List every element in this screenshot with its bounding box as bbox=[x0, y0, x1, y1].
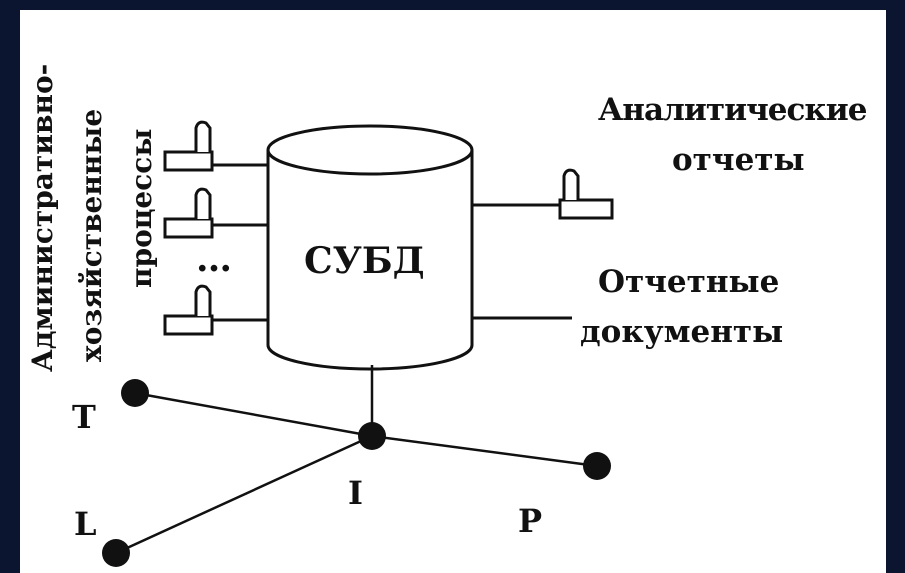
terminal-icon bbox=[558, 168, 614, 220]
node-i-dot bbox=[358, 422, 386, 450]
node-t-label: T bbox=[72, 398, 96, 436]
analytical-reports-line2: отчеты bbox=[672, 142, 805, 178]
edge-i-p bbox=[371, 434, 598, 468]
analytical-reports-line1: Аналитические bbox=[598, 92, 867, 128]
node-p-label: P bbox=[518, 502, 543, 540]
node-t-dot bbox=[121, 379, 149, 407]
node-l-label: L bbox=[74, 505, 97, 543]
node-p-dot bbox=[583, 452, 611, 480]
dbms-label: СУБД bbox=[304, 240, 425, 282]
report-documents-line1: Отчетные bbox=[598, 264, 780, 300]
terminal-icon bbox=[163, 120, 214, 172]
ellipsis: … bbox=[196, 238, 232, 280]
right-connector-lines bbox=[472, 203, 572, 320]
terminal-icon bbox=[163, 284, 214, 336]
edge-i-l bbox=[115, 434, 373, 555]
left-connector-lines bbox=[212, 163, 268, 322]
edge-t-i bbox=[134, 391, 373, 438]
node-l-dot bbox=[102, 539, 130, 567]
dbms-cylinder bbox=[266, 124, 474, 371]
terminal-icon bbox=[163, 187, 214, 239]
left-process-label-line1: Административно- bbox=[26, 63, 59, 372]
tlip-network bbox=[115, 365, 598, 555]
left-process-label-line3: процессы bbox=[125, 128, 158, 288]
node-i-label: I bbox=[348, 474, 363, 512]
report-documents-line2: документы bbox=[580, 314, 784, 350]
left-process-label-line2: хозяйственные bbox=[75, 108, 108, 362]
